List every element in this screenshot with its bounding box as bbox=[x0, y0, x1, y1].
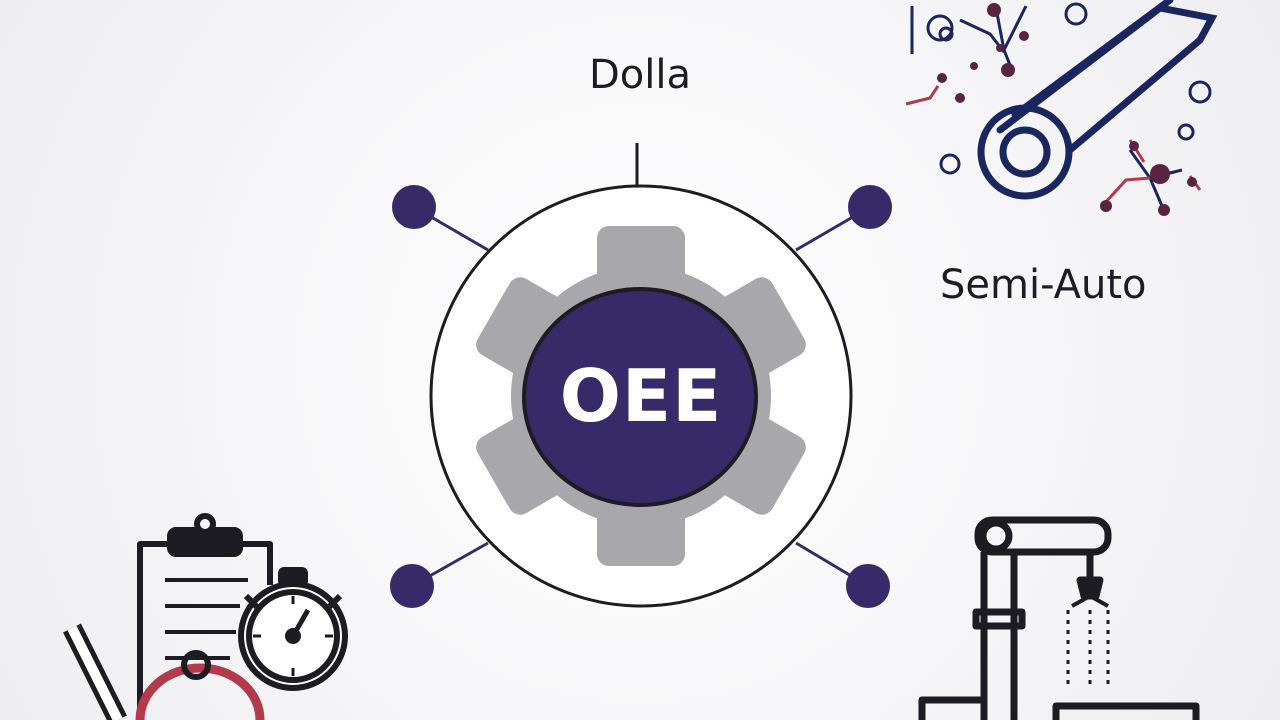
hub-center-label: OEE bbox=[559, 354, 723, 438]
label-top: Dolla bbox=[588, 52, 691, 98]
node-dot-top-right bbox=[848, 185, 892, 229]
clipboard-stopwatch-icon bbox=[63, 513, 348, 720]
node-dot-bottom-left bbox=[390, 564, 434, 608]
industrial-robot-arm-icon bbox=[918, 516, 1200, 720]
robot-arm-network-icon bbox=[977, 0, 1218, 200]
hub-center-disc bbox=[522, 287, 758, 507]
label-semi-auto: Semi-Auto bbox=[940, 262, 1147, 308]
node-dot-top-left bbox=[392, 185, 436, 229]
node-dot-bottom-right bbox=[846, 564, 890, 608]
network-nodes-icon bbox=[905, 2, 1212, 216]
